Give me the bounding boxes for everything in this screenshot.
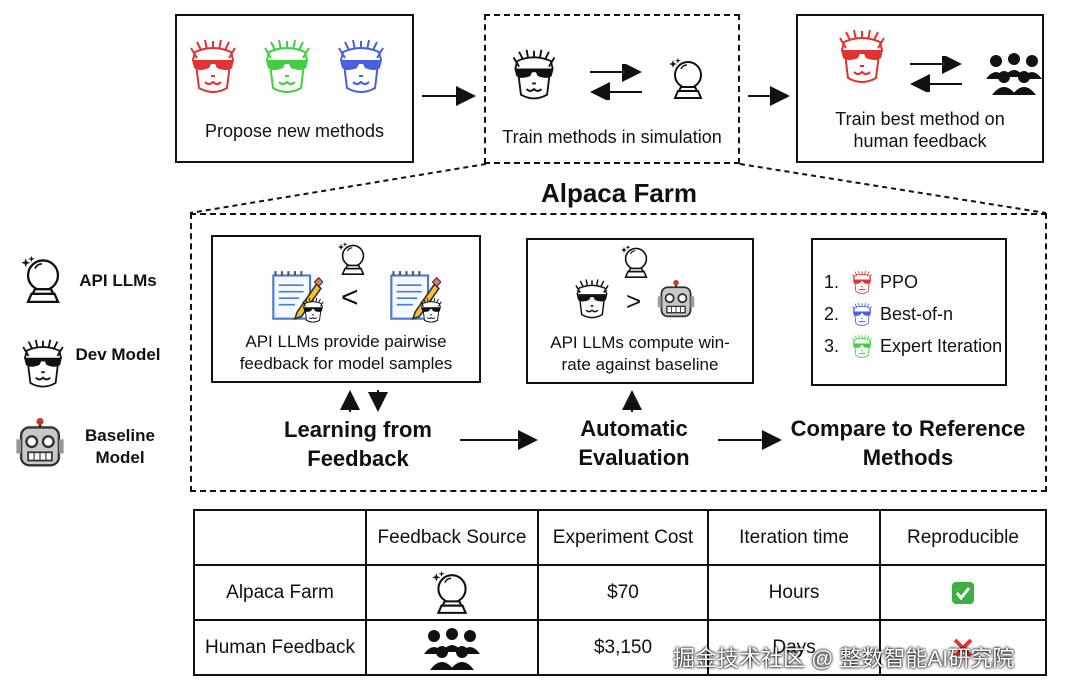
evaluation-label: Automatic Evaluation bbox=[578, 416, 690, 470]
table-row: Alpaca Farm $70 Hours bbox=[193, 564, 1047, 621]
evaluation-box-text: API LLMs compute win-rate against baseli… bbox=[550, 333, 730, 374]
table-row: Human Feedback $3,150 Days bbox=[193, 619, 1047, 676]
time-cell: Days bbox=[707, 619, 881, 676]
simulation-label: Train methods in simulation bbox=[502, 127, 722, 147]
comparison-table: Feedback Source Experiment Cost Iteratio… bbox=[193, 509, 1047, 676]
learning-box-text: API LLMs provide pairwise feedback for m… bbox=[239, 332, 453, 373]
table-header bbox=[193, 509, 367, 566]
row-name: Alpaca Farm bbox=[193, 564, 367, 621]
method-label: Best-of-n bbox=[880, 303, 954, 324]
learning-label: Learning from Feedback bbox=[284, 417, 432, 471]
learning-box: < API LLMs provide pairwise feedback for… bbox=[211, 235, 481, 383]
legend-baseline-model: Baseline Model bbox=[85, 426, 155, 467]
swap-arrows-icon bbox=[590, 64, 642, 100]
cost-cell: $3,150 bbox=[537, 619, 709, 676]
cross-icon bbox=[953, 638, 973, 657]
human-box: Train best method on human feedback bbox=[796, 14, 1044, 163]
legend-dev-model: Dev Model bbox=[75, 345, 161, 364]
row-name: Human Feedback bbox=[193, 619, 367, 676]
robot-icon bbox=[14, 418, 66, 470]
reference-label: Compare to Reference Methods bbox=[790, 416, 1026, 470]
swap-arrows-icon bbox=[910, 56, 962, 92]
method-item-expert-iteration: 3. Expert Iteration bbox=[824, 334, 1002, 360]
table-header: Reproducible bbox=[879, 509, 1047, 566]
watermark: 掘金技术社区 @ 整数智能AI研究院 bbox=[673, 646, 1015, 671]
reproducible-cell bbox=[879, 619, 1047, 676]
propose-label: Propose new methods bbox=[204, 121, 385, 141]
crowd-icon bbox=[422, 626, 482, 670]
legend-api-llms: API LLMs bbox=[79, 271, 157, 290]
table-header: Experiment Cost bbox=[537, 509, 709, 566]
reference-box bbox=[811, 238, 1007, 386]
less-than-symbol: < bbox=[341, 281, 359, 314]
method-label: PPO bbox=[880, 271, 919, 292]
greater-than-symbol: > bbox=[626, 286, 642, 316]
diagram-title: Alpaca Farm bbox=[540, 178, 698, 208]
alpaca-dev-icon bbox=[16, 338, 70, 392]
feedback-arrows bbox=[340, 390, 782, 450]
human-label: Train best method on human feedback bbox=[835, 109, 1005, 151]
simulation-box: Train methods in simulation bbox=[484, 14, 740, 164]
cost-cell: $70 bbox=[537, 564, 709, 621]
feedback-source-cell bbox=[365, 619, 539, 676]
flow-connectors bbox=[189, 86, 1047, 214]
method-label: Expert Iteration bbox=[880, 335, 1003, 356]
method-item-best-of-n: 2. Best-of-n bbox=[824, 302, 953, 328]
alpaca-farm-frame bbox=[190, 213, 1047, 492]
table-header: Iteration time bbox=[707, 509, 881, 566]
reproducible-cell bbox=[879, 564, 1047, 621]
crystal-ball-icon bbox=[20, 254, 66, 306]
check-icon bbox=[952, 581, 974, 604]
table-header: Feedback Source bbox=[365, 509, 539, 566]
table-header-row: Feedback Source Experiment Cost Iteratio… bbox=[193, 509, 1047, 566]
evaluation-box: > API LLMs compute win-rate against base… bbox=[526, 238, 754, 384]
time-cell: Hours bbox=[707, 564, 881, 621]
method-item-ppo: 1. PPO bbox=[824, 270, 918, 296]
feedback-source-cell bbox=[365, 564, 539, 621]
propose-box: Propose new methods bbox=[175, 14, 414, 163]
crystal-ball-icon bbox=[431, 570, 473, 616]
